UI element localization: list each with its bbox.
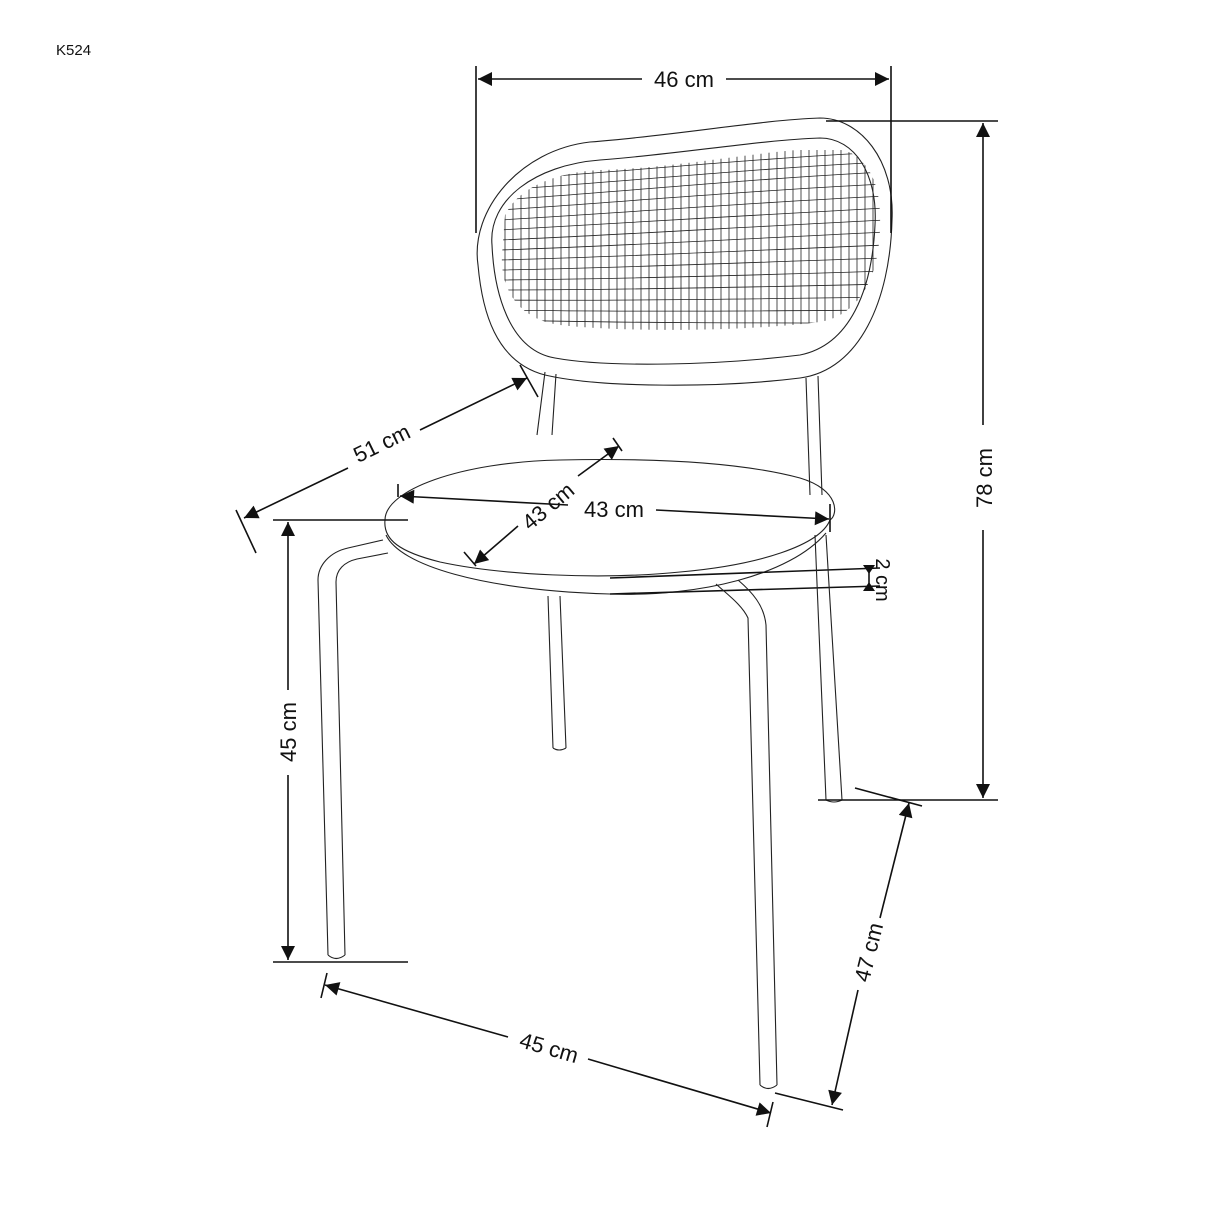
product-code: K524: [56, 42, 91, 59]
dimension-total-height: 78 cm: [818, 120, 998, 801]
dimension-seat-height: 45 cm: [273, 519, 408, 963]
dimension-backrest-width: 46 cm: [475, 66, 892, 233]
svg-text:45 cm: 45 cm: [276, 702, 301, 762]
svg-text:46 cm: 46 cm: [654, 67, 714, 92]
svg-text:51 cm: 51 cm: [349, 419, 414, 468]
dimension-base-width: 45 cm: [320, 972, 774, 1128]
svg-text:2 cm: 2 cm: [871, 558, 893, 601]
svg-text:45 cm: 45 cm: [517, 1028, 581, 1069]
backrest-mesh: [501, 150, 881, 330]
dimension-seat-width: 43 cm: [397, 484, 831, 532]
chair-outline: [317, 117, 893, 1090]
svg-text:78 cm: 78 cm: [972, 448, 997, 508]
dimension-overall-depth: 51 cm: [235, 364, 539, 554]
svg-text:43 cm: 43 cm: [517, 477, 579, 535]
dimension-base-depth: 47 cm: [774, 787, 923, 1111]
svg-text:47 cm: 47 cm: [849, 920, 888, 984]
dimension-seat-thickness: 2 cm: [863, 558, 893, 602]
svg-text:43 cm: 43 cm: [584, 497, 644, 522]
